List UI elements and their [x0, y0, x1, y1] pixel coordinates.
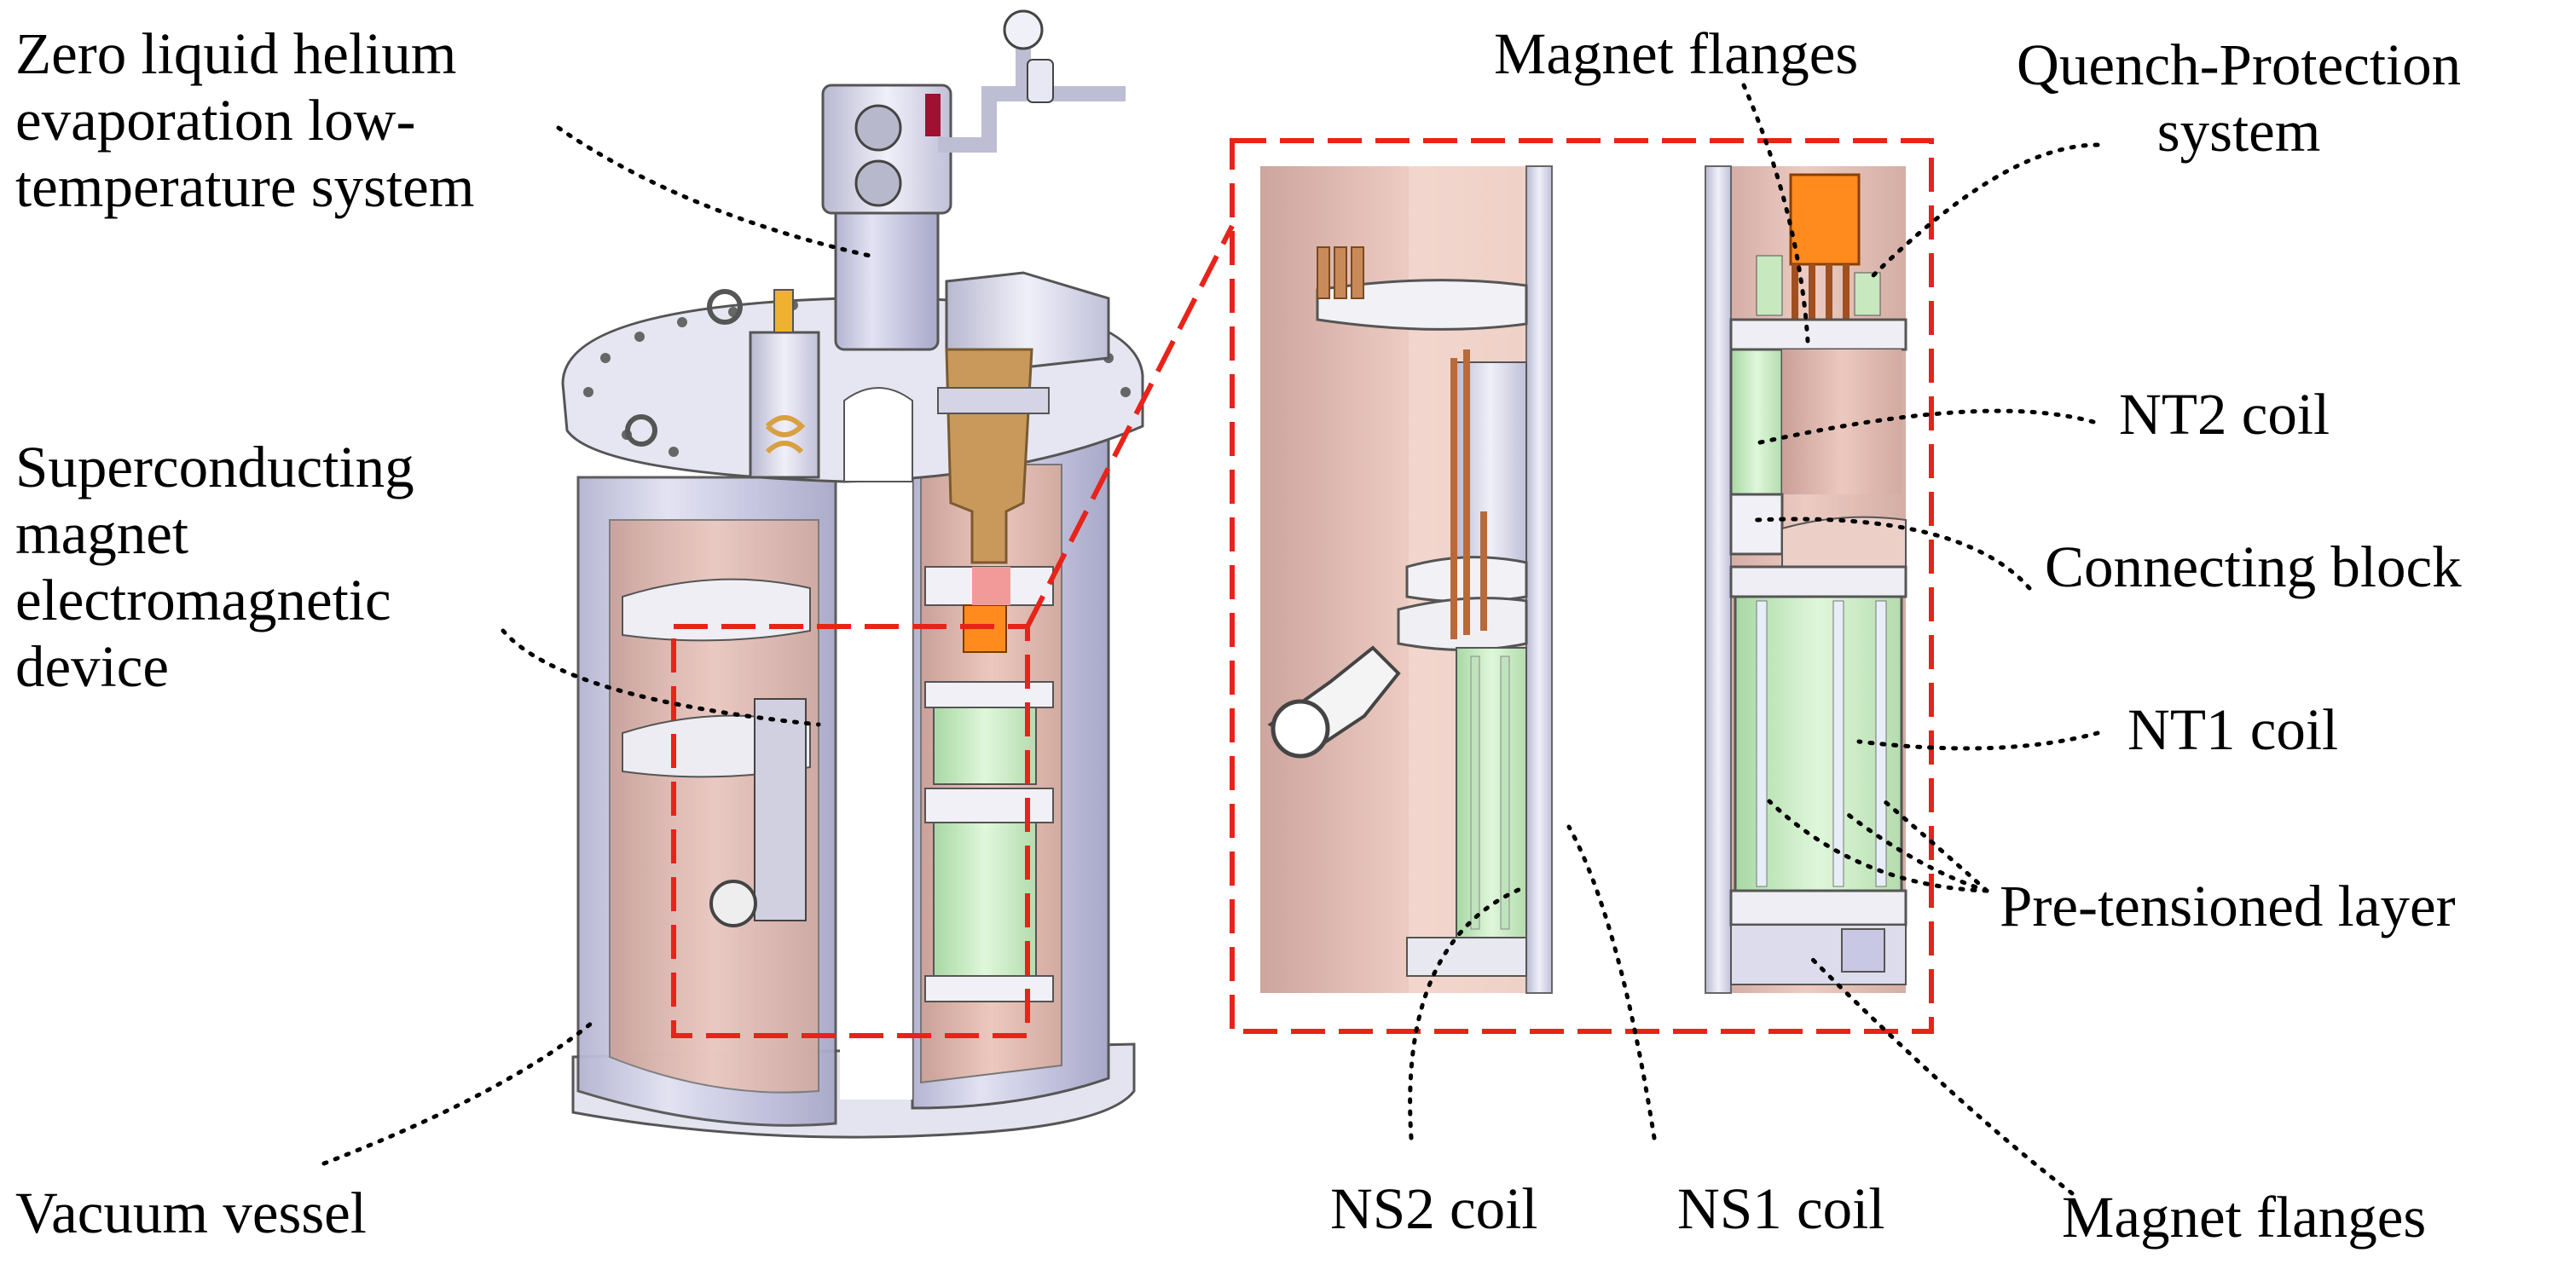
leader-ns2 [1408, 884, 1529, 1140]
nt2-coil [1729, 348, 1784, 496]
label-zero-helium: Zero liquid helium evaporation low- temp… [15, 21, 474, 221]
inner-flange-3 [924, 788, 1054, 823]
leader-zero-helium [556, 125, 872, 258]
top-flange-cutout [843, 387, 913, 482]
label-sc-magnet-line4: device [15, 633, 170, 699]
pretension-layer-1 [1756, 600, 1768, 887]
quench-leads [1792, 264, 1850, 324]
leader-lines [321, 83, 2100, 1196]
nt1-bottom-flange [1729, 889, 1907, 927]
turret-valve [773, 289, 794, 333]
valve-port-2 [854, 159, 902, 207]
label-quench-protection: Quench-Protection system [2017, 32, 2461, 165]
relief-valve [925, 94, 941, 136]
lead-flange [937, 387, 1050, 414]
enlarged-flange-3 [1397, 597, 1528, 651]
copper-terminals [1317, 246, 1364, 299]
valve-port-1 [854, 104, 902, 152]
label-sc-magnet: Superconducting magnet electromagnetic d… [15, 435, 414, 701]
leader-ns1 [1566, 824, 1657, 1140]
inner-flange-4 [924, 975, 1054, 1002]
left-magnet-stack [754, 698, 807, 921]
label-vacuum-vessel: Vacuum vessel [15, 1181, 367, 1245]
hose-clamp [1267, 645, 1401, 759]
lifting-eye-2 [625, 414, 657, 447]
enlarged-left-panel [1260, 165, 1553, 994]
nt2-top-flange [1729, 318, 1907, 351]
label-ns1-coil: NS1 coil [1677, 1176, 1885, 1241]
label-magnet-flanges-bottom: Magnet flanges [2062, 1185, 2427, 1250]
label-zero-helium-line3: temperature system [15, 153, 475, 219]
label-zero-helium-line2: evaporation low- [15, 87, 416, 153]
nt2-coil-small [933, 707, 1037, 785]
label-magnet-flanges-top: Magnet flanges [1494, 21, 1859, 86]
pretension-layer-2 [1832, 600, 1844, 887]
leader-pretension-3 [1882, 799, 1989, 893]
zoom-region-frame [671, 624, 1030, 1038]
leader-quench [1865, 142, 2100, 284]
label-quench-line1: Quench-Protection [2017, 32, 2462, 97]
cutaway-gap [840, 401, 912, 1100]
leader-flanges-bottom [1805, 952, 2075, 1196]
service-turret [749, 331, 820, 479]
cryostat-assembly [561, 9, 1144, 1139]
label-connecting-block: Connecting block [2045, 534, 2462, 599]
nt1-coil-small [933, 822, 1037, 977]
nt1-top-flange [1729, 565, 1907, 598]
left-clamp [709, 880, 757, 927]
pink-block [972, 567, 1010, 605]
enlarged-bottom-flange [1406, 937, 1527, 977]
pressure-gauge [1003, 9, 1044, 50]
enlarged-view-frame [1230, 138, 1934, 1034]
inner-flange-2 [924, 681, 1054, 708]
cold-head-cylinder [834, 203, 940, 351]
connecting-disk [1781, 516, 1907, 580]
label-ns2-coil: NS2 coil [1330, 1176, 1538, 1241]
zoom-connector-upper [1025, 224, 1235, 628]
label-nt1-coil: NT1 coil [2127, 697, 2339, 762]
quench-protection-box [1789, 173, 1861, 266]
label-sc-magnet-line3: electromagnetic [15, 567, 391, 632]
label-nt2-coil: NT2 coil [2119, 382, 2330, 447]
turret-coil [765, 415, 806, 454]
leader-nt1 [1856, 730, 2100, 751]
lifting-eye-1 [707, 289, 743, 325]
leader-flanges-top [1741, 83, 1810, 344]
left-disk-1 [622, 578, 811, 642]
inner-shield-left [609, 519, 819, 1094]
leader-sc-magnet [501, 628, 821, 727]
leader-pretension-1 [1767, 799, 1989, 893]
connecting-block [1729, 493, 1784, 556]
label-quench-line2: system [2156, 98, 2321, 164]
enlarged-flange-1 [1316, 279, 1528, 331]
label-pretensioned-layer: Pre-tensioned layer [2000, 874, 2456, 938]
leader-connecting-block [1754, 517, 2032, 591]
enlarged-right-panel [1705, 165, 1907, 994]
label-sc-magnet-line1: Superconducting [15, 435, 414, 499]
label-sc-magnet-line2: magnet [15, 500, 189, 566]
label-zero-helium-line1: Zero liquid helium [15, 21, 457, 86]
pipe-valve [1027, 59, 1054, 103]
leader-pretension-2 [1839, 807, 1989, 893]
leader-vacuum-vessel [321, 1016, 599, 1166]
enlarged-ns-coils [1456, 647, 1527, 938]
copper-leads [1450, 349, 1487, 639]
